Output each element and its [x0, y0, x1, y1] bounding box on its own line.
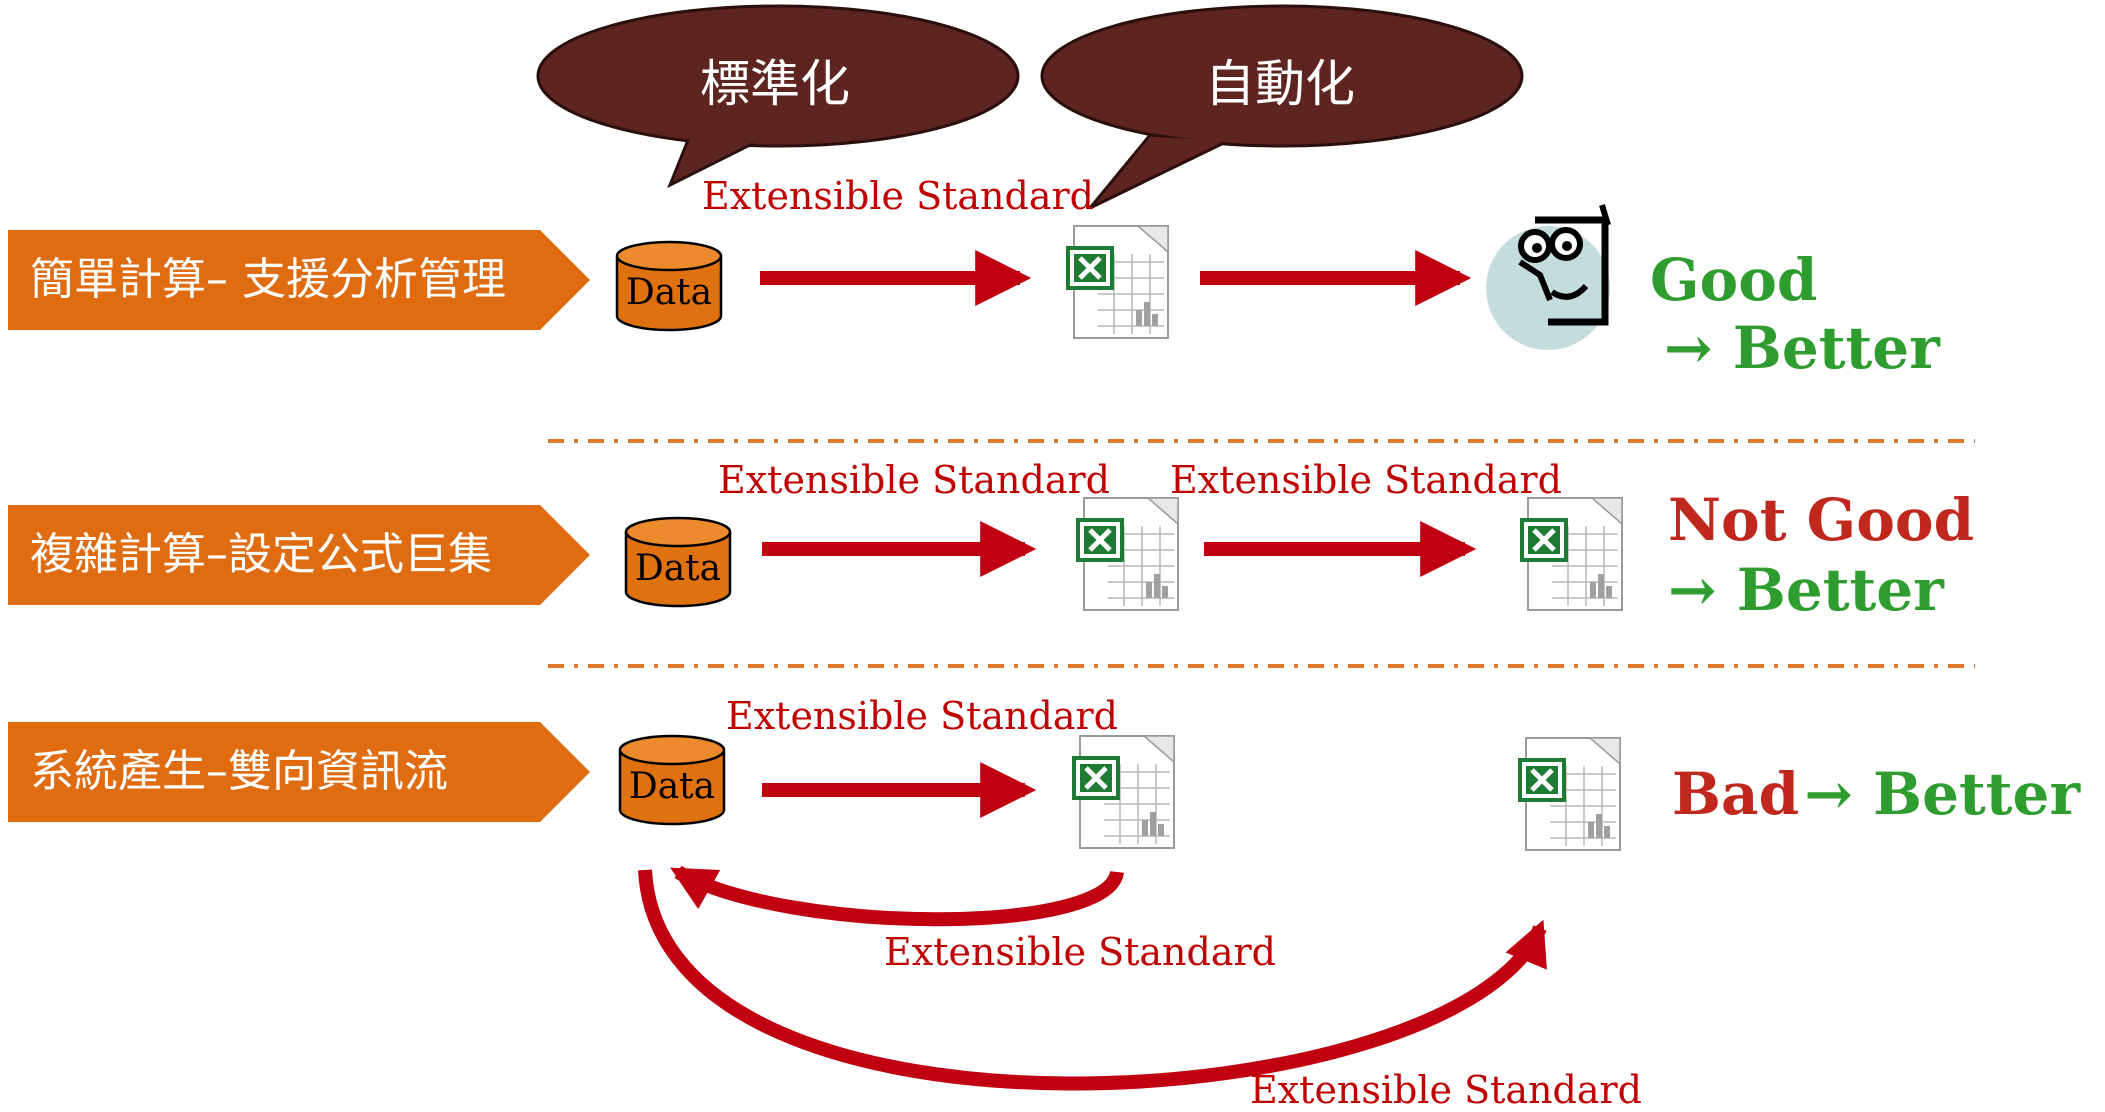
- bubble-text-automate: 自動化: [1205, 55, 1355, 113]
- database-icon: [615, 240, 723, 332]
- speech-bubble-standardize: [536, 4, 1020, 189]
- database-label: Data: [634, 548, 722, 589]
- ext-label: Extensible Standard: [884, 930, 1277, 974]
- bubble-text-standardize: 標準化: [700, 55, 850, 113]
- ext-label: Extensible Standard: [1250, 1068, 1643, 1112]
- excel-file-icon: [1078, 498, 1178, 610]
- verdict-not-good: Not Good: [1668, 486, 1975, 554]
- speech-bubble-automate: [1040, 4, 1524, 210]
- excel-file-icon: [1068, 226, 1168, 338]
- verdict-row-1: Good → Better: [1650, 246, 2105, 382]
- database-icon: [624, 516, 732, 608]
- excel-file-icon: [1520, 738, 1620, 850]
- row-label-text: 簡單計算– 支援分析管理: [30, 254, 506, 305]
- ext-label: Extensible Standard: [718, 458, 1111, 502]
- excel-file-icon: [1074, 736, 1174, 848]
- curved-arrow-icon: [670, 865, 1124, 927]
- verdict-good: Good: [1650, 246, 1818, 314]
- verdict-better: → Better: [1668, 556, 1944, 624]
- database-label: Data: [628, 766, 716, 807]
- verdict-better: → Better: [1664, 314, 1940, 382]
- row-label-shape-2: [8, 505, 590, 605]
- row-label-simple: 簡單計算– 支援分析管理: [8, 230, 588, 330]
- row-label-shape-1: [8, 230, 590, 330]
- ext-label: Extensible Standard: [702, 174, 1095, 218]
- row-label-text: 系統產生–雙向資訊流: [30, 746, 448, 797]
- database-label: Data: [625, 272, 713, 313]
- excel-file-icon: [1522, 498, 1622, 610]
- verdict-bad: Bad: [1672, 760, 1800, 828]
- row-label-system: 系統產生–雙向資訊流: [8, 722, 588, 822]
- row-label-shape-3: [8, 722, 590, 822]
- verdict-better: → Better: [1804, 760, 2081, 828]
- database-icon: [618, 734, 726, 826]
- curved-arrow-icon: [638, 869, 1547, 1091]
- row-label-complex: 複雜計算–設定公式巨集: [8, 505, 588, 605]
- ext-label: Extensible Standard: [1170, 458, 1563, 502]
- ext-label: Extensible Standard: [726, 694, 1119, 738]
- thinking-face-icon: [1486, 204, 1611, 350]
- row-label-text: 複雜計算–設定公式巨集: [30, 529, 492, 580]
- verdict-row-3: Bad → Better: [1672, 760, 2080, 828]
